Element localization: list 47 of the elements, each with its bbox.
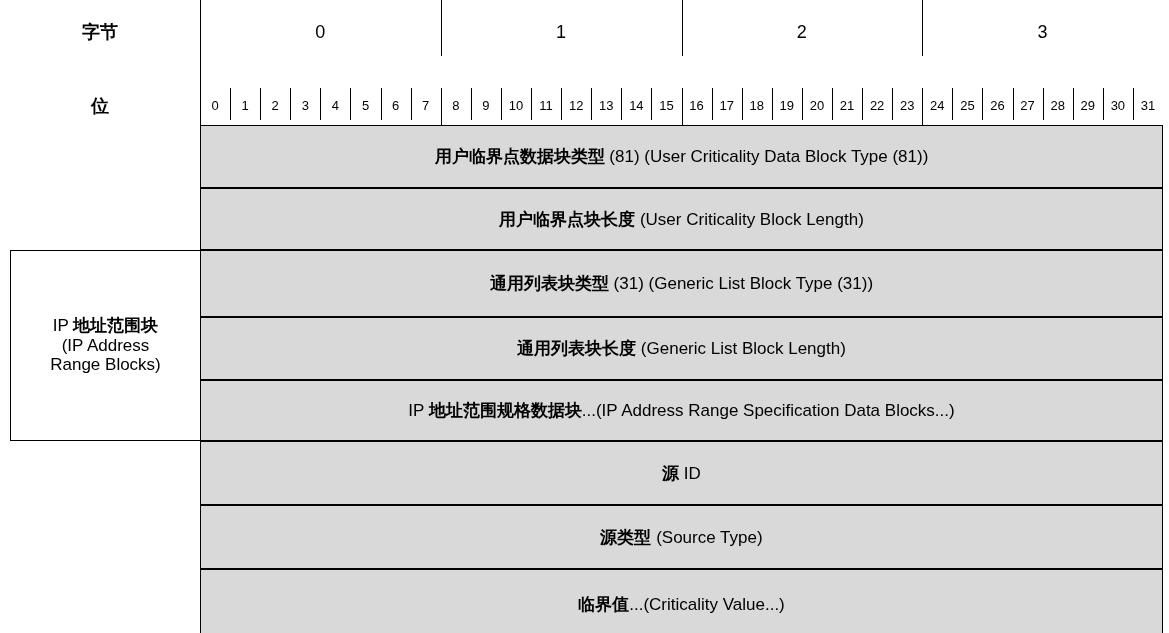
field-row: 用户临界点数据块类型 (81) (User Criticality Data Block Type (81)) [200,125,1163,188]
group-label-box: IP 地址范围块 (IP Address Range Blocks) [10,250,201,441]
bit-number: 19 [778,96,796,115]
bit-number: 8 [451,96,461,115]
bit-number: 3 [300,96,310,115]
bit-number: 28 [1049,96,1066,115]
bit-number: 1 [240,96,250,115]
bit-number: 20 [808,96,826,115]
bit-number: 7 [421,96,431,115]
field-row: 源类型 (Source Type) [200,505,1163,569]
field-row: 用户临界点块长度 (User Criticality Block Length) [200,188,1163,250]
bit-number: 31 [1139,96,1157,115]
bit-number: 12 [567,96,585,115]
field-row: 通用列表块长度 (Generic List Block Length) [200,317,1163,380]
bit-number: 29 [1079,96,1096,115]
bit-number: 27 [1019,96,1036,115]
field-row: 通用列表块类型 (31) (Generic List Block Type (31)) [200,250,1163,317]
row-header: 位 [89,95,110,118]
bit-number: 16 [688,96,705,115]
bit-number: 25 [959,96,976,115]
bit-number: 10 [507,96,525,115]
bit-number: 22 [868,96,886,115]
bit-number: 9 [481,96,491,115]
bit-number: 17 [718,96,735,115]
byte-number: 1 [555,20,568,44]
field-row: 临界值...(Criticality Value...) [200,569,1163,633]
bit-number: 14 [628,96,645,115]
field-row: 源 ID [200,441,1163,505]
row-header: 字节 [81,21,119,44]
bit-number: 0 [210,96,220,115]
bit-number: 26 [989,96,1006,115]
field-row: IP 地址范围规格数据块...(IP Address Range Specification Data Blocks...) [200,380,1163,441]
bit-number: 4 [330,96,341,115]
bit-number: 13 [598,96,615,115]
bit-number: 21 [838,96,856,115]
bit-number: 6 [391,96,401,115]
bit-number: 15 [658,96,675,115]
byte-number: 0 [314,20,327,44]
bit-number: 11 [538,96,554,115]
byte-number: 3 [1036,20,1049,44]
bit-number: 18 [748,96,765,115]
bit-number: 24 [929,96,946,115]
byte-number: 2 [795,20,808,44]
bit-number: 5 [360,96,371,115]
bit-number: 2 [270,96,280,115]
bit-number: 23 [898,96,916,115]
bit-number: 30 [1109,96,1127,115]
